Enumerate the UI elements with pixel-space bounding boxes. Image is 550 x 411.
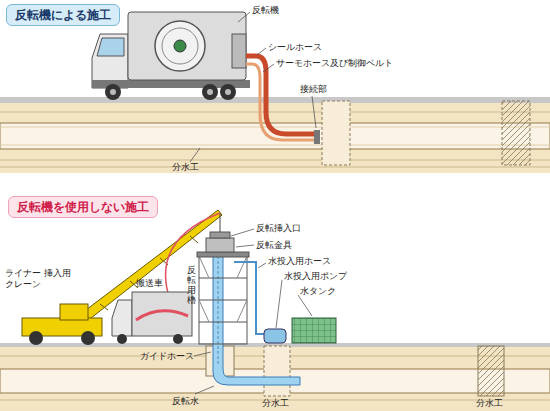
part-label: 反転挿入口 (256, 223, 301, 234)
part-label: 搬送車 (136, 278, 163, 289)
ground-top (0, 97, 550, 173)
part-label: サーモホース及び制御ベルト (276, 58, 393, 69)
part-label: 反転用櫓 (187, 266, 196, 306)
leader-lines (194, 229, 312, 394)
part-label: ガイドホース (140, 351, 194, 362)
reversing-tower (197, 232, 249, 344)
part-label: 反転機 (252, 5, 279, 16)
part-label: 接続部 (300, 84, 327, 95)
section-heading: 反転機による施工 (6, 4, 120, 26)
part-label: ライナー 挿入用クレーン (5, 268, 71, 290)
part-label: 反転水 (172, 396, 199, 407)
liner (213, 250, 300, 385)
part-label: 分水工 (172, 162, 199, 173)
heading-text: 反転機を使用しない施工 (17, 199, 149, 215)
part-label: シールホース (268, 42, 322, 53)
leader-lines (190, 12, 316, 162)
section-heading: 反転機を使用しない施工 (8, 196, 158, 218)
part-label: 分水工 (262, 398, 289, 409)
part-label: 水投入用ホース (268, 256, 331, 267)
hoses (246, 56, 320, 144)
transport-truck (112, 292, 192, 344)
part-label: 水タンク (300, 286, 336, 297)
part-label: 反転金具 (256, 240, 292, 251)
part-label: 水投入用ポンプ (284, 271, 347, 282)
heading-text: 反転機による施工 (15, 7, 111, 23)
part-label: 分水工 (476, 398, 503, 409)
